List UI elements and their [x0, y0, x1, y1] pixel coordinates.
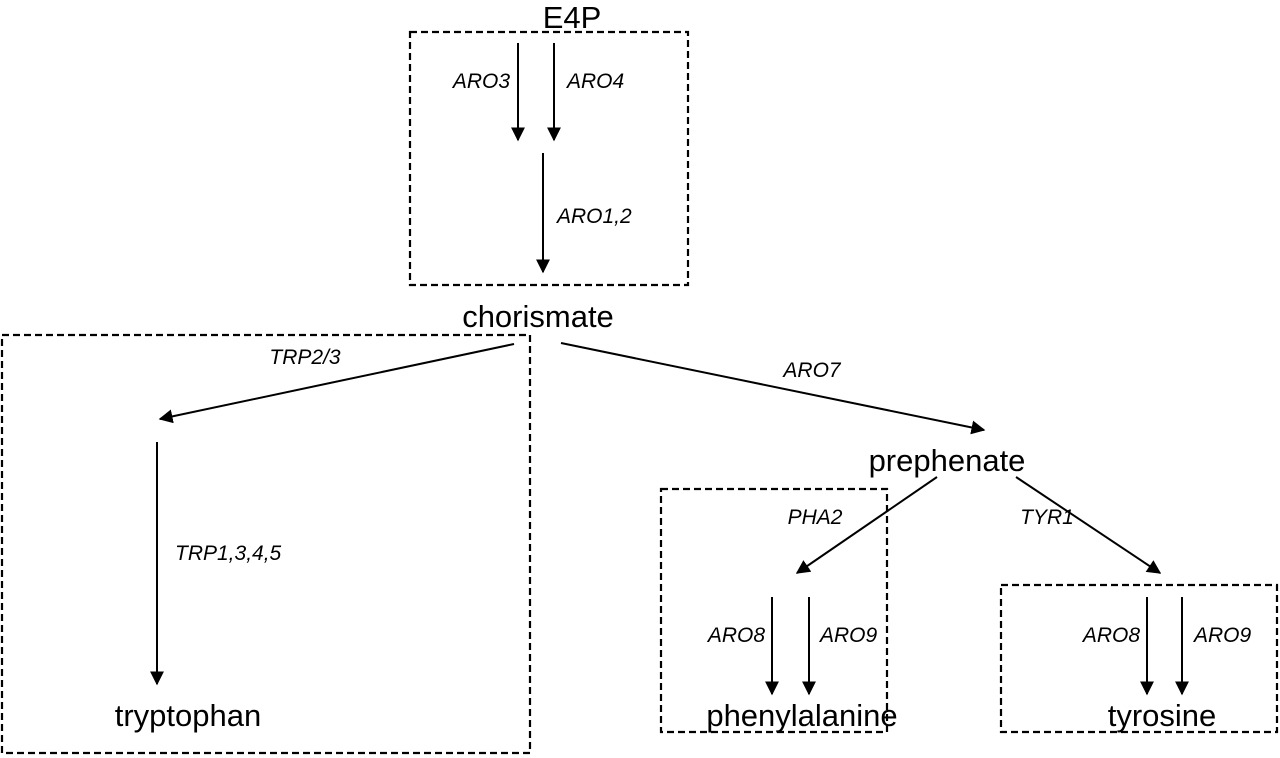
pha2-arrow: [795, 476, 938, 574]
enzyme-phe-aro9: ARO9: [818, 624, 878, 647]
enzyme-aro4: ARO4: [565, 70, 624, 93]
tryptophan-module-box: [0, 333, 532, 755]
enzyme-trp1345: TRP1,3,4,5: [175, 542, 282, 565]
enzyme-tyr-aro9: ARO9: [1192, 624, 1252, 647]
aro7-arrow: [560, 342, 986, 435]
tyr1-arrow: [1015, 476, 1162, 574]
enzyme-aro7: ARO7: [781, 359, 842, 382]
node-phenylalanine: phenylalanine: [706, 698, 897, 733]
trp23-arrow: [158, 343, 515, 424]
node-e4p: E4P: [543, 0, 602, 35]
node-prephenate: prephenate: [869, 443, 1026, 478]
tyrosine-module-box: [999, 583, 1279, 734]
enzyme-aro3: ARO3: [451, 70, 511, 93]
enzyme-trp23: TRP2/3: [269, 346, 341, 369]
shikimate-module-box: [408, 30, 690, 287]
enzyme-tyr1: TYR1: [1020, 506, 1074, 529]
enzyme-aro12: ARO1,2: [555, 205, 632, 228]
enzyme-pha2: PHA2: [788, 506, 843, 529]
node-tyrosine: tyrosine: [1108, 698, 1217, 733]
node-tryptophan: tryptophan: [115, 698, 262, 733]
phenylalanine-module-box: [659, 487, 889, 734]
enzyme-tyr-aro8: ARO8: [1081, 624, 1141, 647]
enzyme-phe-aro8: ARO8: [706, 624, 766, 647]
node-chorismate: chorismate: [462, 299, 614, 334]
